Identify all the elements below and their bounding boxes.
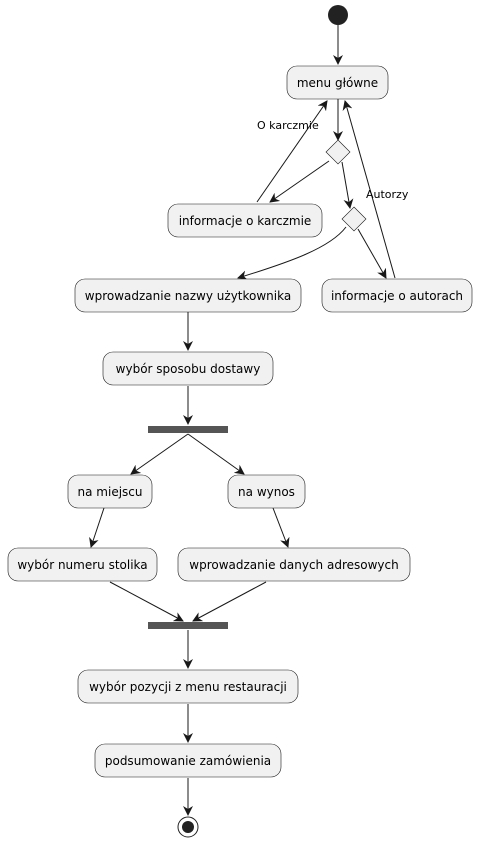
edge-label-about-inn: O karczmie — [257, 119, 319, 132]
node-table-number: wybór numeru stolika — [7, 547, 158, 582]
end-node — [177, 816, 199, 838]
fork-bar — [148, 426, 228, 433]
node-takeaway-label: na wynos — [238, 485, 295, 499]
node-delivery-label: wybór sposobu dostawy — [116, 362, 261, 376]
edges — [89, 25, 396, 816]
node-menu-label: menu główne — [297, 76, 378, 90]
edge-fork-on-site — [130, 433, 189, 475]
node-about-inn-label: informacje o karczmie — [179, 214, 312, 228]
node-menu-items-label: wybór pozycji z menu restauracji — [89, 680, 287, 694]
decision-diamond-2 — [341, 206, 367, 232]
node-about-inn: informacje o karczmie — [167, 203, 323, 238]
node-takeaway: na wynos — [227, 474, 306, 509]
edge-address-join — [192, 581, 267, 622]
node-menu: menu główne — [286, 65, 389, 100]
node-address-label: wprowadzanie danych adresowych — [189, 558, 398, 572]
edge-decision2-authors — [357, 228, 387, 279]
edge-decision1-about-inn — [269, 160, 330, 203]
node-menu-items: wybór pozycji z menu restauracji — [77, 669, 299, 704]
edge-fork-takeaway — [187, 433, 245, 475]
edge-label-authors: Autorzy — [366, 188, 409, 201]
node-username: wprowadzanie nazwy użytkownika — [74, 278, 302, 313]
node-table-number-label: wybór numeru stolika — [17, 558, 147, 572]
node-authors-label: informacje o autorach — [331, 289, 463, 303]
node-on-site: na miejscu — [67, 474, 153, 509]
edge-table-join — [109, 581, 184, 622]
node-summary-label: podsumowanie zamówienia — [105, 754, 271, 768]
node-address: wprowadzanie danych adresowych — [177, 547, 411, 582]
node-authors: informacje o autorach — [321, 278, 473, 313]
edge-authors-menu — [342, 100, 396, 279]
start-node — [328, 5, 348, 25]
edge-decision1-decision2 — [341, 161, 354, 209]
node-summary: podsumowanie zamówienia — [94, 743, 282, 778]
node-on-site-label: na miejscu — [78, 485, 143, 499]
decision-diamond-1 — [325, 139, 351, 165]
node-delivery: wybór sposobu dostawy — [102, 351, 274, 386]
node-username-label: wprowadzanie nazwy użytkownika — [85, 289, 291, 303]
edge-about-inn-menu — [256, 100, 328, 203]
edge-takeaway-address — [272, 507, 290, 548]
edge-decision2-username — [237, 226, 347, 281]
edge-on-site-table — [89, 507, 105, 548]
join-bar — [148, 622, 228, 629]
